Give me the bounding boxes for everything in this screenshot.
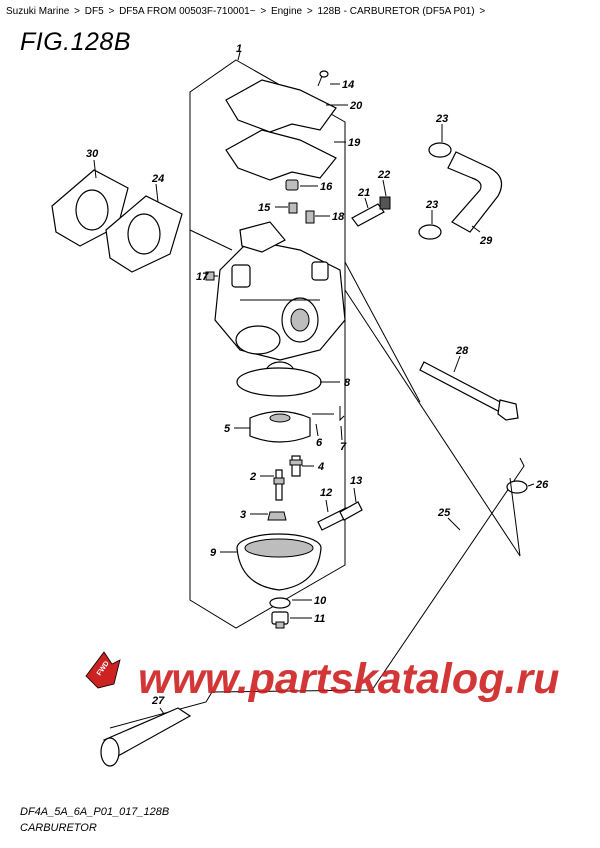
watermark: www.partskatalog.ru (138, 655, 559, 703)
callout-23-lower: 23 (425, 199, 438, 211)
callout-30: 30 (86, 148, 99, 160)
part-20-plate (225, 79, 337, 133)
callout-24: 24 (151, 173, 164, 185)
callout-9: 9 (210, 547, 217, 559)
callout-27: 27 (151, 695, 165, 707)
callout-18: 18 (332, 211, 345, 223)
breadcrumb-separator: > (108, 6, 115, 17)
assembly-frame (189, 59, 346, 629)
breadcrumb-suzuki-marine[interactable]: Suzuki Marine (6, 6, 70, 17)
figure-name: CARBURETOR (20, 822, 97, 834)
callout-4: 4 (317, 461, 324, 473)
part-19-gasket (225, 129, 337, 181)
callout-3: 3 (240, 509, 246, 521)
part-4-jet (289, 455, 303, 477)
part-9-float-bowl (236, 533, 322, 591)
breadcrumb-trailing-separator: > (479, 6, 486, 17)
carburetor-body (214, 221, 346, 383)
callout-19: 19 (348, 137, 361, 149)
breadcrumb-engine[interactable]: Engine (270, 6, 303, 17)
callout-8: 8 (344, 377, 351, 389)
part-5-float (249, 410, 311, 443)
part-27-knob (100, 707, 192, 767)
callout-13: 13 (350, 475, 362, 487)
part-15-spring (288, 202, 298, 214)
part-24-gasket (105, 195, 183, 273)
callout-14: 14 (342, 79, 354, 91)
part-8-o-ring (236, 367, 322, 397)
breadcrumb-carburetor[interactable]: 128B - CARBURETOR (DF5A P01) (317, 6, 475, 17)
callout-28: 28 (455, 345, 469, 357)
callout-11: 11 (314, 613, 325, 625)
callout-16: 16 (320, 181, 333, 193)
breadcrumb-df5a-from[interactable]: DF5A FROM 00503F-710001~ (119, 6, 256, 17)
callout-23-upper: 23 (435, 113, 448, 125)
part-23-clamp-upper (428, 142, 452, 158)
callout-20: 20 (349, 100, 363, 112)
part-23-clamp-lower (418, 224, 442, 240)
guide-line (344, 261, 421, 403)
part-3-jet (267, 511, 287, 521)
breadcrumb-df5[interactable]: DF5 (84, 6, 104, 17)
callout-labels: 1 14 20 19 16 22 21 15 18 17 23 23 29 30… (86, 43, 549, 707)
fwd-arrow-icon: FWD (85, 651, 121, 689)
part-18-spring (305, 210, 315, 224)
guide-line (344, 289, 521, 557)
callout-2: 2 (249, 471, 256, 483)
callout-22: 22 (377, 169, 390, 181)
callout-29: 29 (479, 235, 493, 247)
callout-1: 1 (236, 43, 242, 55)
callout-17: 17 (196, 271, 209, 283)
callout-26: 26 (535, 479, 549, 491)
part-25-choke-rod (109, 457, 525, 729)
callout-6: 6 (316, 437, 323, 449)
part-10-washer (269, 597, 291, 609)
callout-5: 5 (224, 423, 231, 435)
callout-21: 21 (357, 187, 370, 199)
callout-15: 15 (258, 202, 271, 214)
callout-12: 12 (320, 487, 332, 499)
figure-code: DF4A_5A_6A_P01_017_128B (20, 806, 170, 818)
part-26-clip (506, 480, 528, 494)
part-12-13-screw (317, 501, 363, 531)
callout-25: 25 (437, 507, 451, 519)
leader-lines (93, 51, 535, 715)
breadcrumb-separator: > (260, 6, 267, 17)
figure-title: FIG.128B (20, 28, 131, 56)
part-29-hose (447, 151, 503, 233)
part-2-needle (273, 469, 285, 501)
part-14-screw (317, 70, 329, 87)
breadcrumb-separator: > (74, 6, 80, 17)
part-21-22-screw (351, 196, 391, 227)
callout-7: 7 (340, 441, 347, 453)
part-28-bolt (419, 361, 519, 421)
part-6-7-pin-clip (312, 406, 345, 422)
breadcrumb-separator: > (306, 6, 313, 17)
breadcrumb: Suzuki Marine > DF5 > DF5A FROM 00503F-7… (6, 6, 487, 17)
part-16-plug (285, 179, 299, 191)
guide-line (189, 229, 233, 251)
part-11-drain-bolt (271, 611, 289, 629)
callout-10: 10 (314, 595, 327, 607)
